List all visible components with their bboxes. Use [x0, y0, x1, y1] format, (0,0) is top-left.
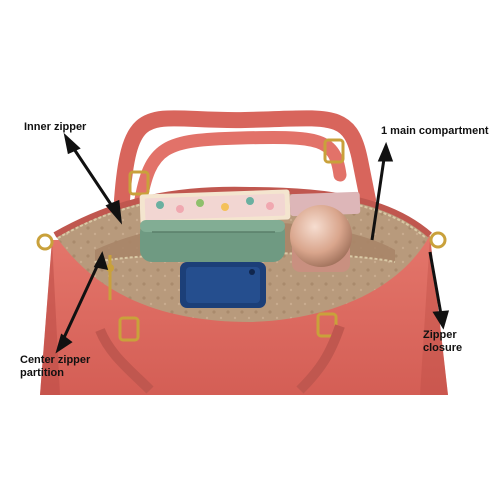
callout-main-compartment: 1 main compartment — [381, 125, 489, 138]
side-ring-right — [429, 231, 447, 249]
arrow-main-compartment — [370, 151, 387, 241]
callout-inner-zipper-text: Inner zipper — [24, 121, 87, 133]
bag-body-shadow — [40, 240, 60, 395]
buckle-top-left — [128, 170, 150, 196]
callout-main-compartment-text: 1 main compartment — [381, 125, 489, 137]
callout-zipper-closure: Zipper closure — [423, 329, 462, 355]
side-ring-left — [36, 233, 54, 251]
callout-zipper-closure-line1: Zipper — [423, 329, 457, 341]
arrow-center-zipper — [60, 259, 102, 343]
front-handle — [133, 130, 347, 212]
callout-center-zipper: Center zipper partition — [20, 354, 90, 380]
back-handle — [114, 110, 376, 208]
buckle-bottom-left — [118, 316, 140, 342]
arrow-zipper-closure — [428, 251, 444, 321]
callout-zipper-closure-line2: closure — [423, 342, 463, 354]
buckle-top-right — [323, 138, 345, 164]
callout-center-zipper-line2: partition — [20, 367, 64, 379]
arrows — [55, 132, 450, 354]
green-pouch — [140, 220, 285, 262]
jar — [290, 205, 352, 272]
callout-center-zipper-line1: Center zipper — [20, 354, 91, 366]
notebook — [139, 189, 361, 225]
callout-inner-zipper: Inner zipper — [24, 121, 86, 134]
phone — [180, 262, 266, 308]
